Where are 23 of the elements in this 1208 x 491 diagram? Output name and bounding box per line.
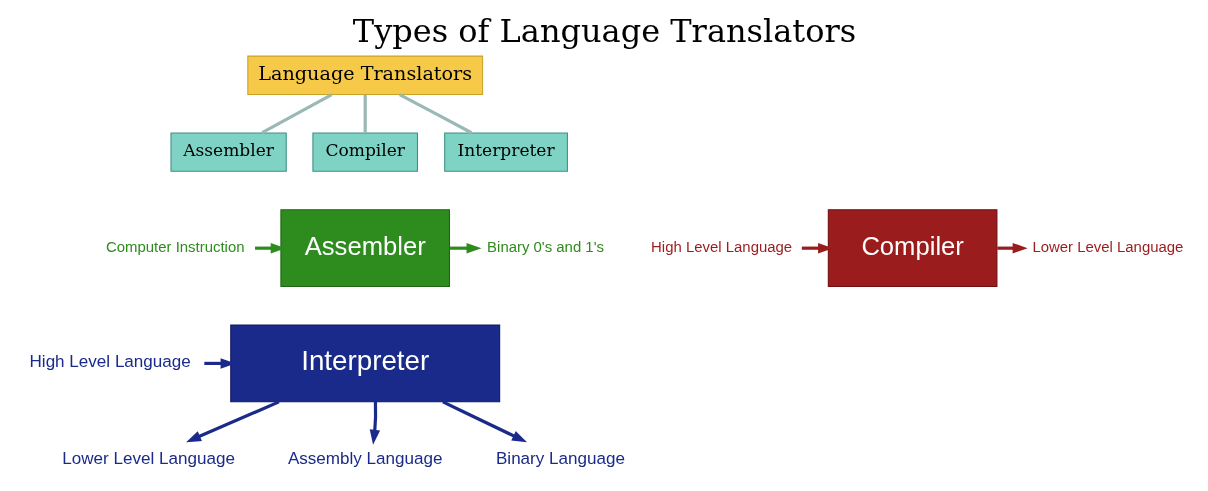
node-box: Language Translators — [246, 55, 483, 96]
connector — [260, 93, 333, 135]
node-text: Lower Level Language — [1031, 238, 1183, 256]
connector — [398, 93, 472, 135]
node-text: Computer Instruction — [105, 238, 245, 256]
node-text: Binary 0's and 1's — [486, 238, 604, 256]
arrow — [369, 401, 380, 445]
node-text: Lower Level Language — [61, 448, 235, 468]
node-text: High Level Language — [650, 238, 792, 256]
node-box: Assembler — [279, 209, 450, 288]
connector — [363, 94, 367, 133]
diagram-title: Types of Language Translators — [352, 12, 856, 51]
node-box: Interpreter — [229, 324, 500, 403]
node-text: High Level Language — [29, 352, 191, 372]
node-box: Assembler — [169, 132, 287, 172]
node-box: Compiler — [311, 132, 418, 172]
arrow — [441, 400, 527, 443]
node-text: Binary Language — [495, 448, 625, 468]
node-box: Interpreter — [443, 132, 568, 172]
node-box: Compiler — [827, 209, 997, 288]
arrow — [449, 242, 481, 254]
arrow — [185, 400, 280, 443]
node-text: Assembly Language — [287, 448, 443, 468]
